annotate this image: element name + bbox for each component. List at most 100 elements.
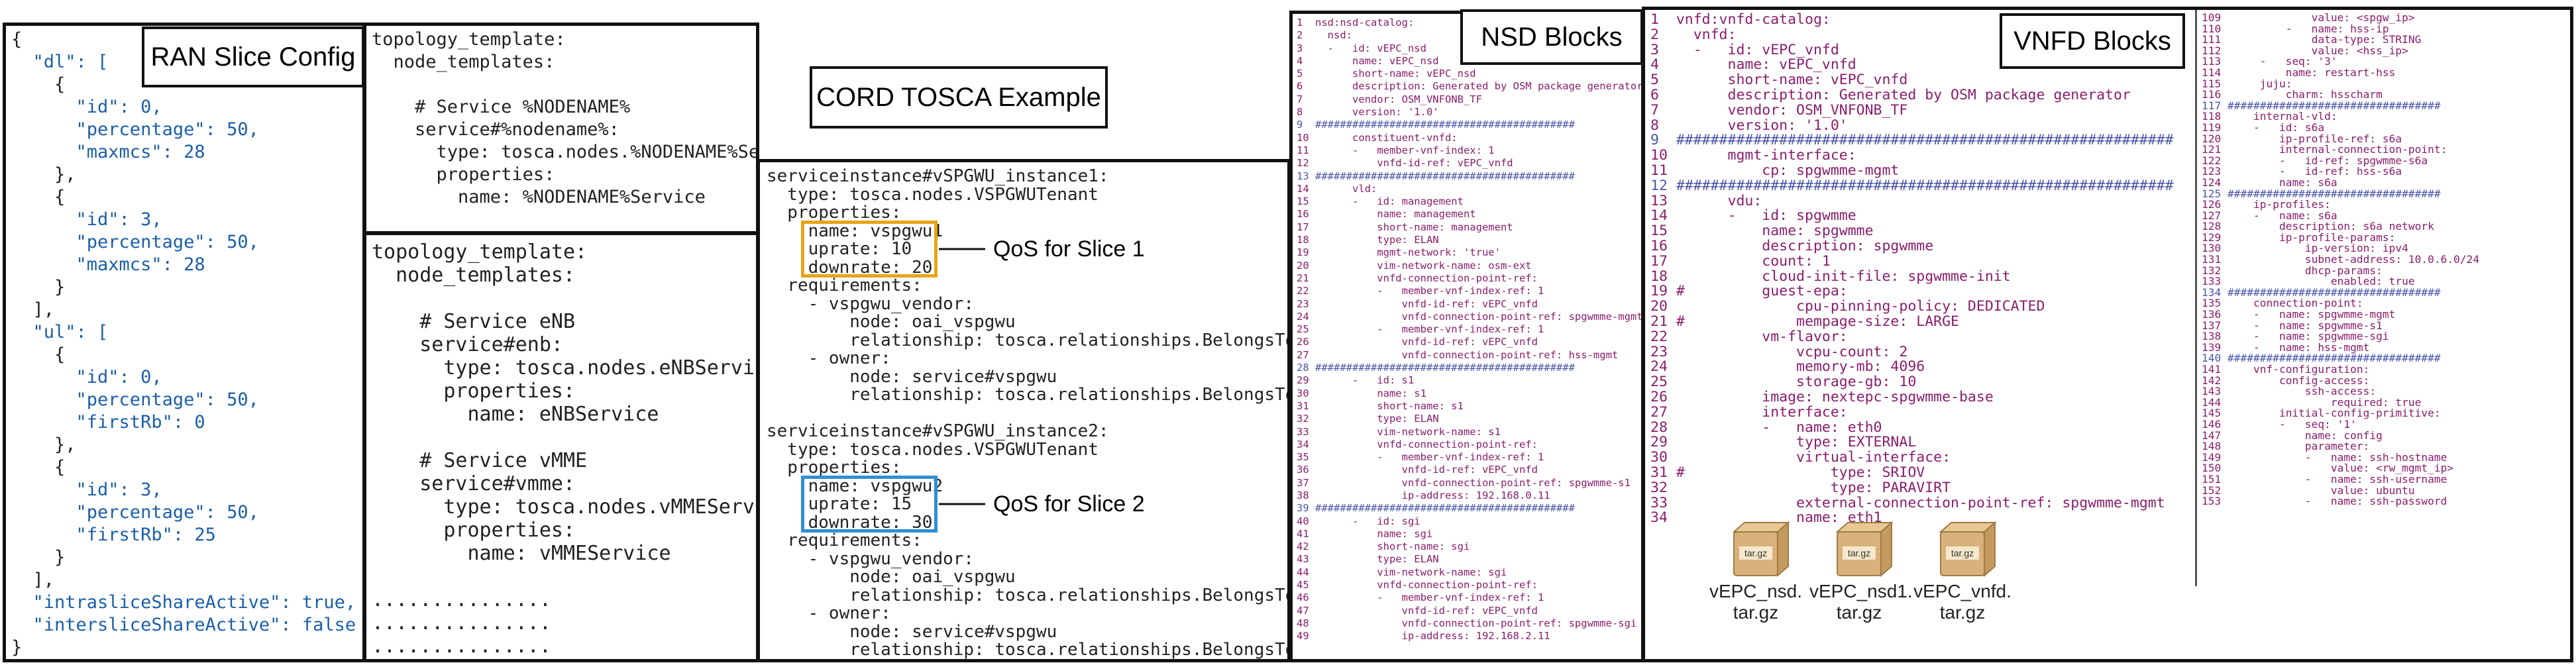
file-item[interactable]: tar.gz vEPC_nsd1. tar.gz bbox=[1809, 520, 1913, 633]
code-line: service#%nodename%: bbox=[372, 119, 619, 140]
code-line: 132 dhcp-params: bbox=[2202, 264, 2383, 277]
code-line: properties: bbox=[767, 203, 902, 223]
code-line: name: vspgwu2 bbox=[767, 476, 943, 496]
code-line: # Service %NODENAME% bbox=[372, 97, 631, 117]
code-line: 148 parameter: bbox=[2202, 440, 2370, 453]
code-line: 13 vdu: bbox=[1650, 192, 1762, 209]
code-line: { bbox=[11, 457, 66, 478]
code-line: relationship: tosca.relationships.Belong… bbox=[767, 385, 1291, 405]
code-line: requirements: bbox=[767, 531, 922, 550]
code-line: 11 cp: spgwmme-mgmt bbox=[1650, 162, 1900, 179]
code-line: 31 short-name: s1 bbox=[1297, 399, 1464, 412]
code-line: 32 type: PARAVIRT bbox=[1650, 479, 1951, 496]
code-line: }, bbox=[11, 164, 76, 185]
code-line: uprate: 15 bbox=[767, 494, 912, 514]
code-line: 46 - member-vnf-index-ref: 1 bbox=[1297, 591, 1544, 604]
code-line: 17 count: 1 bbox=[1650, 252, 1831, 270]
code-line: { bbox=[11, 29, 23, 50]
code-line: 33 external-connection-point-ref: spgwmm… bbox=[1650, 494, 2165, 511]
code-line: node_templates: bbox=[372, 264, 576, 287]
code-line: # Service vMME bbox=[372, 449, 588, 472]
code-line: type: tosca.nodes.vMMEService bbox=[372, 495, 759, 519]
code-line: 36 vnfd-id-ref: vEPC_vnfd bbox=[1297, 464, 1538, 476]
code-line: 1 nsd:nsd-catalog: bbox=[1297, 17, 1415, 28]
code-line: 153 - name: ssh-password bbox=[2202, 495, 2447, 508]
code-line: 135 connection-point: bbox=[2202, 297, 2363, 310]
code-line: 12 #####################################… bbox=[1650, 177, 2174, 194]
code-line: 45 vnfd-connection-point-ref: bbox=[1297, 579, 1538, 591]
code-line: 16 description: spgwmme bbox=[1650, 237, 1934, 254]
code-line: 117 ################################# bbox=[2202, 99, 2441, 112]
file-icon-text: tar.gz bbox=[1951, 548, 1974, 558]
code-line: "intrasliceShareActive": true, bbox=[11, 592, 356, 613]
code-line: 128 description: s6a network bbox=[2202, 220, 2434, 233]
code-line: 19 mgmt-network: 'true' bbox=[1297, 246, 1501, 259]
code-line: 15 - id: management bbox=[1297, 195, 1464, 208]
code-line: - vspgwu_vendor: bbox=[767, 293, 975, 314]
code-line: 141 vnf-configuration: bbox=[2202, 363, 2370, 376]
code-line: 27 interface: bbox=[1650, 403, 1848, 421]
code-line: 113 - seq: '3' bbox=[2202, 55, 2337, 68]
code-line: 146 - seq: '1' bbox=[2202, 417, 2357, 431]
code-line: node: oai_vspgwu bbox=[767, 567, 1016, 587]
code-line: 11 - member-vnf-index: 1 bbox=[1297, 144, 1495, 156]
code-line: 133 enabled: true bbox=[2202, 275, 2415, 288]
code-line: "maxmcs": 28 bbox=[11, 254, 205, 275]
code-line: 10 mgmt-interface: bbox=[1650, 147, 1856, 164]
code-line: topology_template: bbox=[372, 29, 566, 50]
code-line: 118 internal-vld: bbox=[2202, 110, 2337, 123]
archive-icon: tar.gz bbox=[1835, 521, 1894, 578]
code-line: 18 type: ELAN bbox=[1297, 234, 1439, 246]
ran-title: RAN Slice Config bbox=[142, 26, 364, 87]
code-line: "firstRb": 25 bbox=[11, 525, 216, 545]
code-line: ............... bbox=[372, 611, 551, 635]
code-line: 137 - name: spgwmme-s1 bbox=[2202, 319, 2383, 332]
nsd-title: NSD Blocks bbox=[1460, 9, 1643, 65]
code-line: 14 - id: spgwmme bbox=[1650, 207, 1856, 225]
code-line: topology_template: bbox=[372, 240, 588, 264]
code-line: properties: bbox=[372, 519, 576, 542]
code-line: properties: bbox=[767, 458, 902, 478]
code-line: 8 version: '1.0' bbox=[1650, 117, 1848, 134]
code-line: 116 charm: hsscharm bbox=[2202, 88, 2383, 101]
qos-slice1-box bbox=[801, 221, 938, 278]
code-line: }, bbox=[11, 435, 76, 455]
code-line: serviceinstance#vSPGWU_instance2: bbox=[767, 421, 1109, 441]
code-line: node: service#vspgwu bbox=[767, 621, 1057, 642]
code-line: ............... bbox=[372, 588, 551, 611]
code-line: "percentage": 50, bbox=[11, 502, 259, 523]
file-name: vEPC_nsd. tar.gz bbox=[1709, 581, 1803, 623]
code-line: 139 - name: hss-mgmt bbox=[2202, 340, 2370, 354]
code-line: 2 vnfd: bbox=[1650, 26, 1737, 43]
code-line: 115 juju: bbox=[2202, 77, 2292, 90]
code-line: 149 - name: ssh-hostname bbox=[2202, 450, 2447, 464]
code-line: 37 vnfd-connection-point-ref: spgwmme-s1 bbox=[1297, 476, 1631, 489]
code-line: } bbox=[11, 277, 66, 297]
code-line: 143 ssh-access: bbox=[2202, 385, 2377, 398]
code-line: ............... bbox=[372, 635, 551, 658]
code-line bbox=[372, 565, 756, 588]
code-line: "id": 3, bbox=[11, 209, 162, 230]
code-line: "percentage": 50, bbox=[11, 119, 259, 140]
vnfd-column-divider bbox=[2195, 10, 2197, 586]
code-line: 144 required: true bbox=[2202, 395, 2422, 409]
file-item[interactable]: tar.gz vEPC_vnfd. tar.gz bbox=[1913, 520, 2012, 633]
code-line: 7 vendor: OSM_VNFONB_TF bbox=[1650, 101, 1908, 119]
code-line: 3 - id: vEPC_vnfd bbox=[1650, 41, 1839, 58]
file-name: vEPC_nsd1. tar.gz bbox=[1809, 581, 1913, 623]
code-line: relationship: tosca.relationships.Belong… bbox=[767, 330, 1291, 350]
code-line: "intersliceShareActive": false bbox=[11, 615, 356, 635]
file-item[interactable]: tar.gz vEPC_nsd. tar.gz bbox=[1706, 520, 1805, 633]
vnfd-blocks-panel: 1 vnfd:vnfd-catalog:2 vnfd:3 - id: vEPC_… bbox=[1642, 7, 2573, 662]
code-line: 120 ip-profile-ref: s6a bbox=[2202, 132, 2402, 145]
code-line: 150 value: <rw_mgmt_ip> bbox=[2202, 462, 2454, 475]
code-line: # Service eNB bbox=[372, 310, 576, 333]
tosca-template-panel-top: topology_template: node_templates: # Ser… bbox=[363, 23, 759, 234]
code-line: 151 - name: ssh-username bbox=[2202, 472, 2447, 486]
code-line: node: oai_vspgwu bbox=[767, 312, 1016, 332]
code-line: 15 name: spgwmme bbox=[1650, 223, 1874, 240]
code-line: 31 # type: SRIOV bbox=[1650, 464, 1925, 481]
cord-tosca-code: serviceinstance#vSPGWU_instance1: type: … bbox=[767, 167, 1291, 659]
code-line: { bbox=[11, 344, 66, 365]
